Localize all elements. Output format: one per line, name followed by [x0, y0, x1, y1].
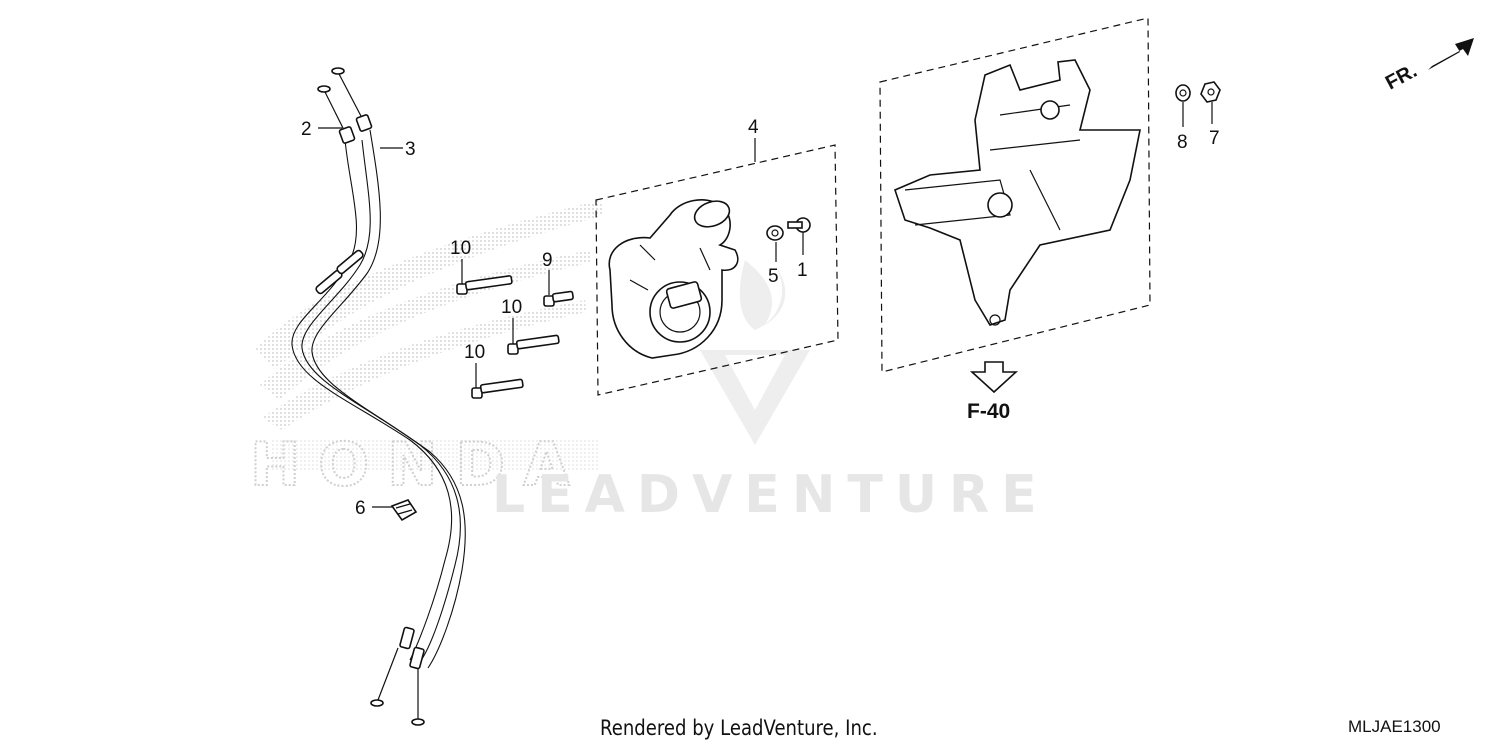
leadventure-watermark-text: LEADVENTURE	[492, 465, 1049, 525]
bolt-9	[543, 290, 574, 307]
callout-labels: 2 3 4 5 1 6 8 7 9 10 10 10	[301, 117, 1220, 519]
callout-10-middle: 10	[501, 297, 522, 318]
brand-ghost-text: HONDA	[250, 430, 588, 500]
callout-7: 7	[1209, 128, 1220, 149]
cable-clip	[390, 499, 418, 522]
leader-lines	[318, 102, 1213, 508]
leadventure-logo-watermark	[700, 260, 810, 445]
bolts	[456, 275, 574, 399]
front-direction-indicator: FR.	[1382, 38, 1474, 94]
diagram-code: MLJAE1300	[1348, 717, 1441, 736]
fr-label: FR.	[1382, 60, 1421, 95]
callout-1: 1	[797, 260, 808, 281]
bracket-group	[879, 17, 1151, 394]
callout-8: 8	[1177, 132, 1188, 153]
bolt-10-lower	[471, 378, 524, 399]
callout-10-upper: 10	[450, 238, 471, 259]
callout-2: 2	[301, 119, 312, 140]
reference-f40: F-40	[967, 400, 1010, 423]
washer-and-nut	[1175, 81, 1221, 103]
callout-4: 4	[748, 117, 759, 138]
rendered-by-text: Rendered by LeadVenture, Inc.	[600, 716, 878, 740]
throttle-body-group	[595, 144, 839, 396]
brand-wing-watermark	[255, 200, 605, 470]
callout-3: 3	[405, 139, 416, 160]
fr-arrow-icon	[1428, 38, 1474, 70]
bolt-10-middle	[507, 334, 560, 355]
callout-9: 9	[542, 250, 553, 271]
callout-10-lower: 10	[464, 342, 485, 363]
callout-5: 5	[768, 266, 779, 287]
small-parts-1-5	[766, 217, 811, 241]
callout-6: 6	[355, 498, 366, 519]
throttle-cables	[291, 67, 466, 726]
